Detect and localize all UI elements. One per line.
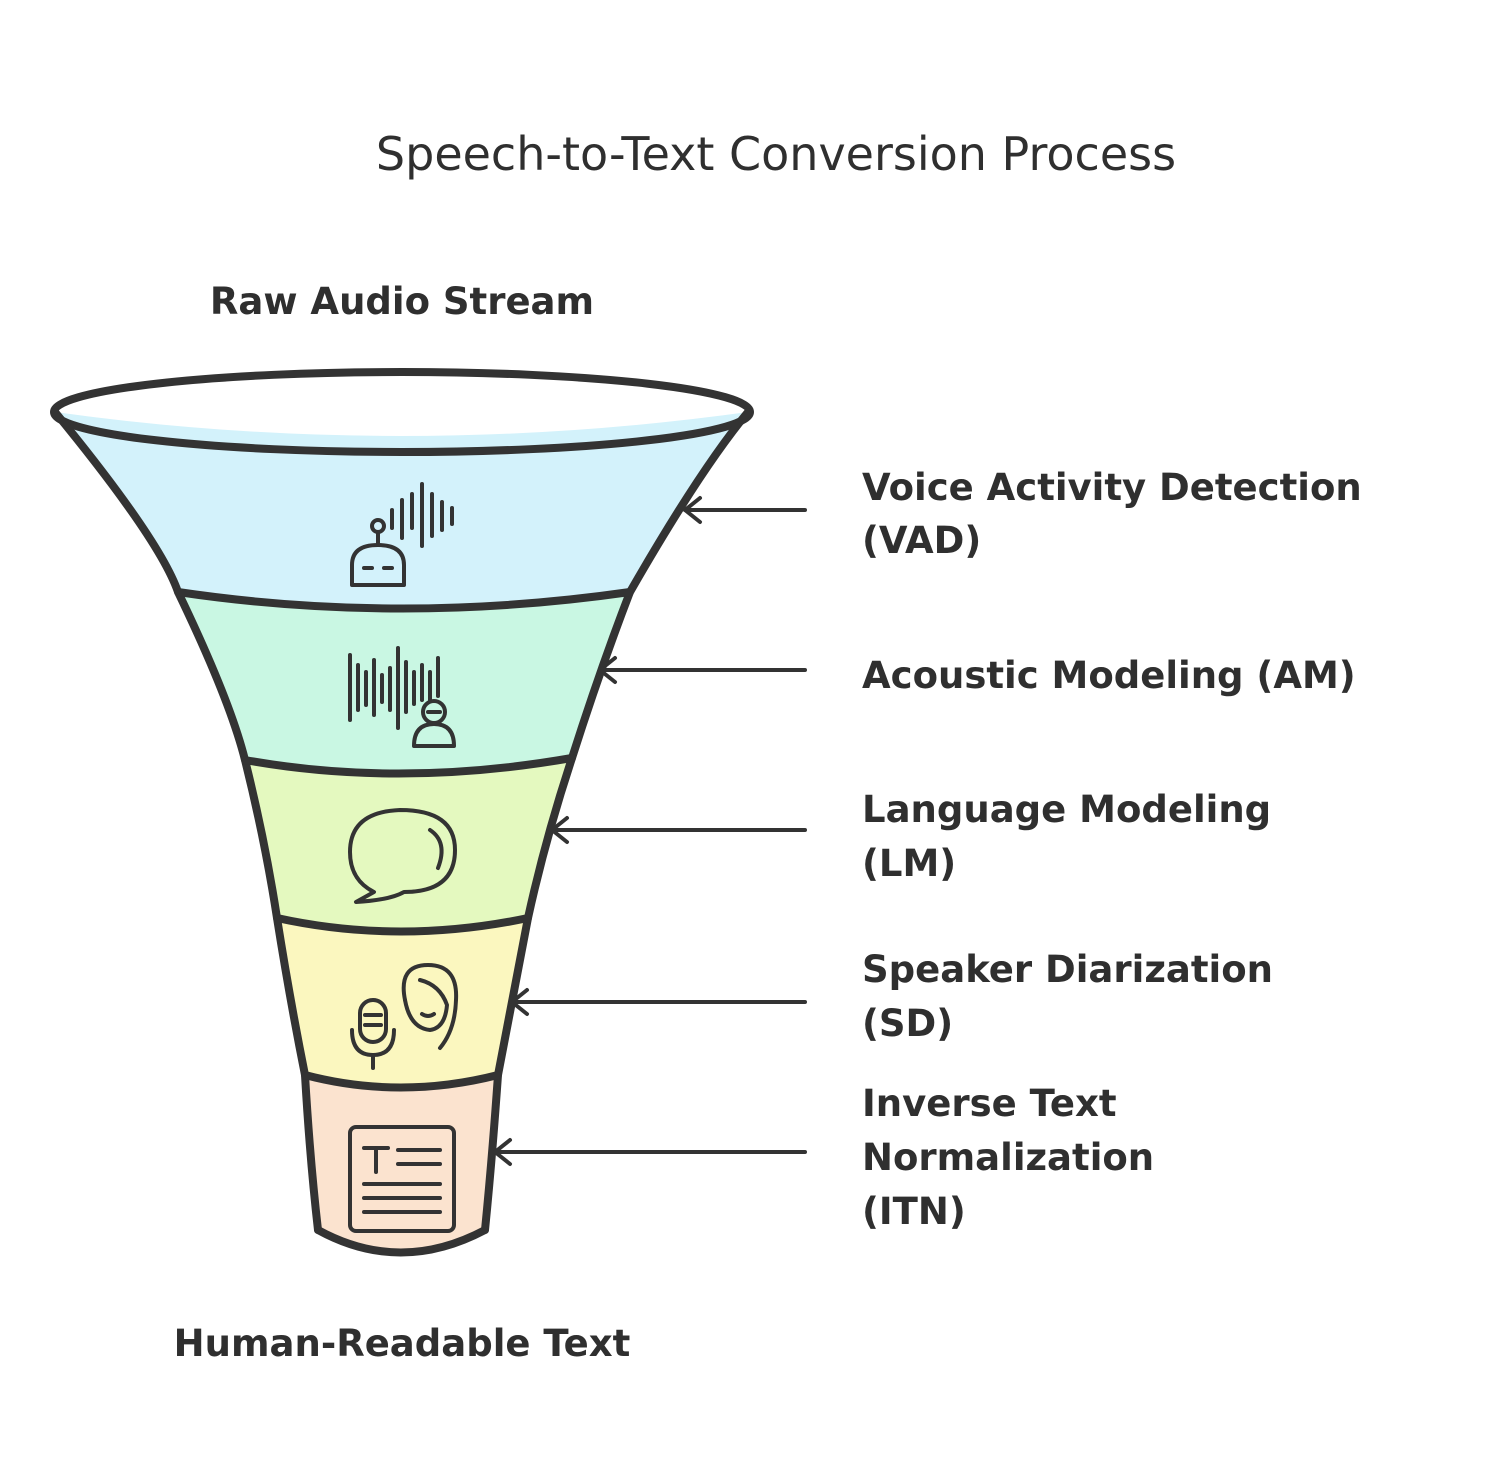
- funnel-left-side: [51, 408, 322, 1234]
- funnel-band-sd: [277, 918, 528, 1088]
- stage-label-am: Acoustic Modeling (AM): [862, 654, 1356, 697]
- arrow-sd: [510, 988, 807, 1016]
- sound-wave-person-icon: [348, 646, 456, 748]
- input-label: Raw Audio Stream: [210, 280, 594, 323]
- text-document-icon: [348, 1125, 456, 1233]
- robot-sound-wave-icon: [350, 482, 454, 587]
- band-separator: [273, 914, 532, 936]
- band-separator: [301, 1071, 502, 1092]
- microphone-speaker-icon: [350, 963, 459, 1070]
- output-label: Human-Readable Text: [174, 1322, 631, 1365]
- funnel-band-lm: [245, 758, 572, 932]
- funnel: [50, 368, 754, 1257]
- arrow-am: [598, 656, 807, 684]
- arrow-itn: [493, 1138, 807, 1166]
- stage-label-sd: Speaker Diarization (SD): [862, 948, 1286, 1045]
- band-separator: [174, 588, 634, 613]
- speech-bubble-icon: [348, 808, 457, 904]
- stage-labels: Voice Activity Detection (VAD) Acoustic …: [862, 466, 1375, 1233]
- arrow-lm: [550, 816, 807, 844]
- stage-label-itn: Inverse Text Normalization (ITN): [862, 1082, 1167, 1233]
- band-separator: [241, 754, 576, 778]
- arrow-vad: [683, 496, 807, 524]
- funnel-right-side: [481, 408, 752, 1234]
- diagram-title: Speech-to-Text Conversion Process: [376, 127, 1176, 181]
- funnel-bottom: [314, 1226, 489, 1257]
- arrows: [493, 496, 807, 1166]
- stage-label-vad: Voice Activity Detection (VAD): [862, 466, 1375, 562]
- stage-label-lm: Language Modeling (LM): [862, 788, 1284, 885]
